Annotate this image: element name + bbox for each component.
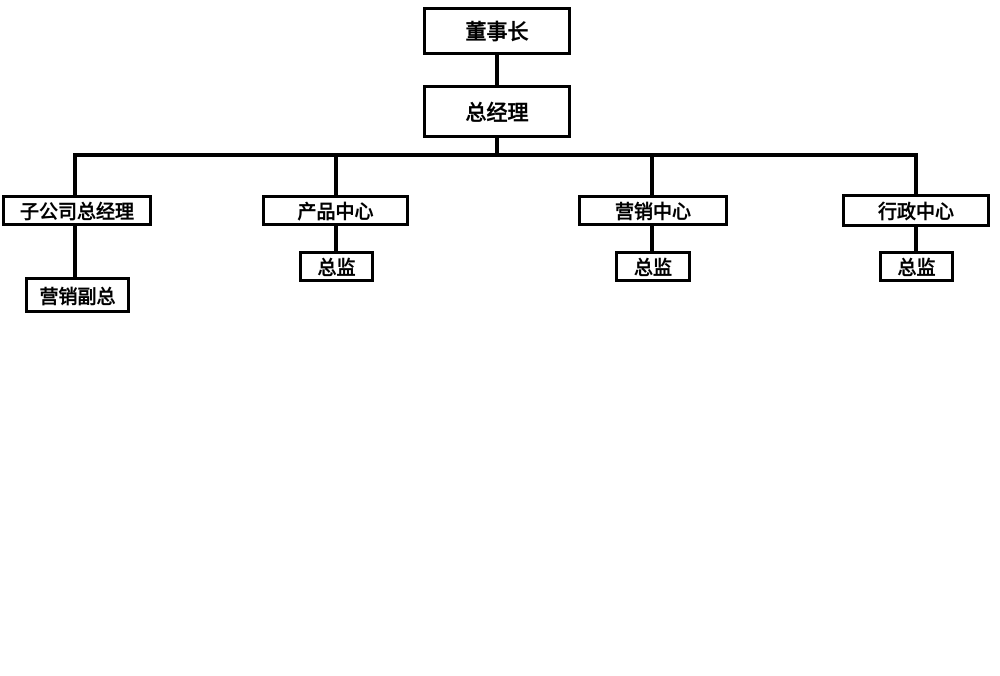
edge-product-center-to-director [334, 226, 338, 251]
edge-drop-to-admin-center [914, 155, 918, 194]
org-node-admin-director-label: 总监 [897, 257, 936, 279]
org-node-marketing-center-label: 营销中心 [614, 201, 691, 223]
edge-chairman-to-gm [495, 55, 499, 85]
org-node-marketing-vp-label: 营销副总 [39, 285, 116, 308]
org-node-subsidiary-gm-label: 子公司总经理 [19, 201, 134, 223]
org-node-subsidiary-gm: 子公司总经理 [2, 195, 152, 226]
org-node-product-center-label: 产品中心 [297, 201, 374, 223]
org-node-chairman-label: 董事长 [465, 20, 529, 44]
edge-subsidiary-gm-to-marketing-vp [73, 226, 77, 277]
edge-branch-horizontal-bar [73, 153, 918, 157]
org-node-marketing-center: 营销中心 [578, 195, 728, 226]
org-node-chairman: 董事长 [423, 7, 571, 55]
edge-drop-to-product-center [334, 155, 338, 195]
org-node-product-director: 总监 [299, 251, 374, 282]
org-node-marketing-director: 总监 [615, 251, 691, 282]
edge-drop-to-subsidiary-gm [73, 155, 77, 195]
org-node-marketing-vp: 营销副总 [25, 277, 130, 313]
org-node-admin-center-label: 行政中心 [877, 201, 954, 223]
edge-drop-to-marketing-center [650, 155, 654, 195]
edge-gm-to-branch-bar [495, 138, 499, 155]
org-node-product-center: 产品中心 [262, 195, 409, 226]
org-node-general-manager: 总经理 [423, 85, 571, 138]
edge-admin-center-to-director [914, 227, 918, 251]
org-node-marketing-director-label: 总监 [633, 257, 672, 279]
org-node-product-director-label: 总监 [317, 257, 356, 279]
org-node-admin-center: 行政中心 [842, 194, 990, 227]
edge-marketing-center-to-director [650, 226, 654, 251]
org-node-admin-director: 总监 [879, 251, 954, 282]
org-node-general-manager-label: 总经理 [465, 100, 529, 125]
